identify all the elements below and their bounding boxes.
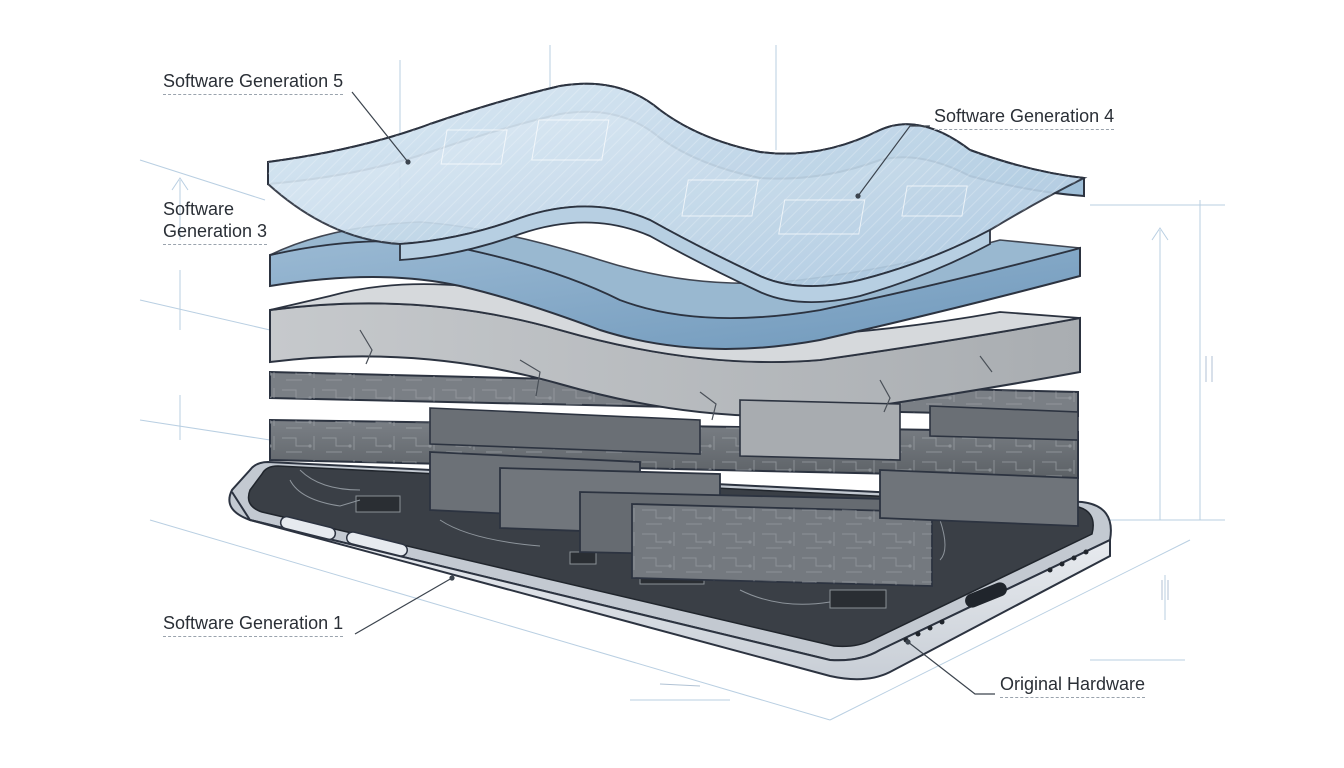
dimension-marks	[659, 356, 1213, 687]
concrete-layer-gen3	[269, 283, 1081, 461]
label-original-hardware: Original Hardware	[1000, 673, 1146, 698]
construction-guides	[139, 45, 1225, 721]
label-gen3-line1: Software	[163, 199, 235, 219]
label-software-generation-1: Software Generation 1	[163, 612, 344, 637]
label-software-generation-4: Software Generation 4	[934, 105, 1115, 130]
wavy-glass-layer-gen5	[267, 82, 1088, 304]
label-software-generation-5: Software Generation 5	[163, 70, 344, 95]
label-gen3-line2: Generation 3	[163, 221, 268, 241]
label-software-generation-3: Software Generation 3	[163, 198, 268, 245]
leader-lines	[351, 91, 995, 695]
